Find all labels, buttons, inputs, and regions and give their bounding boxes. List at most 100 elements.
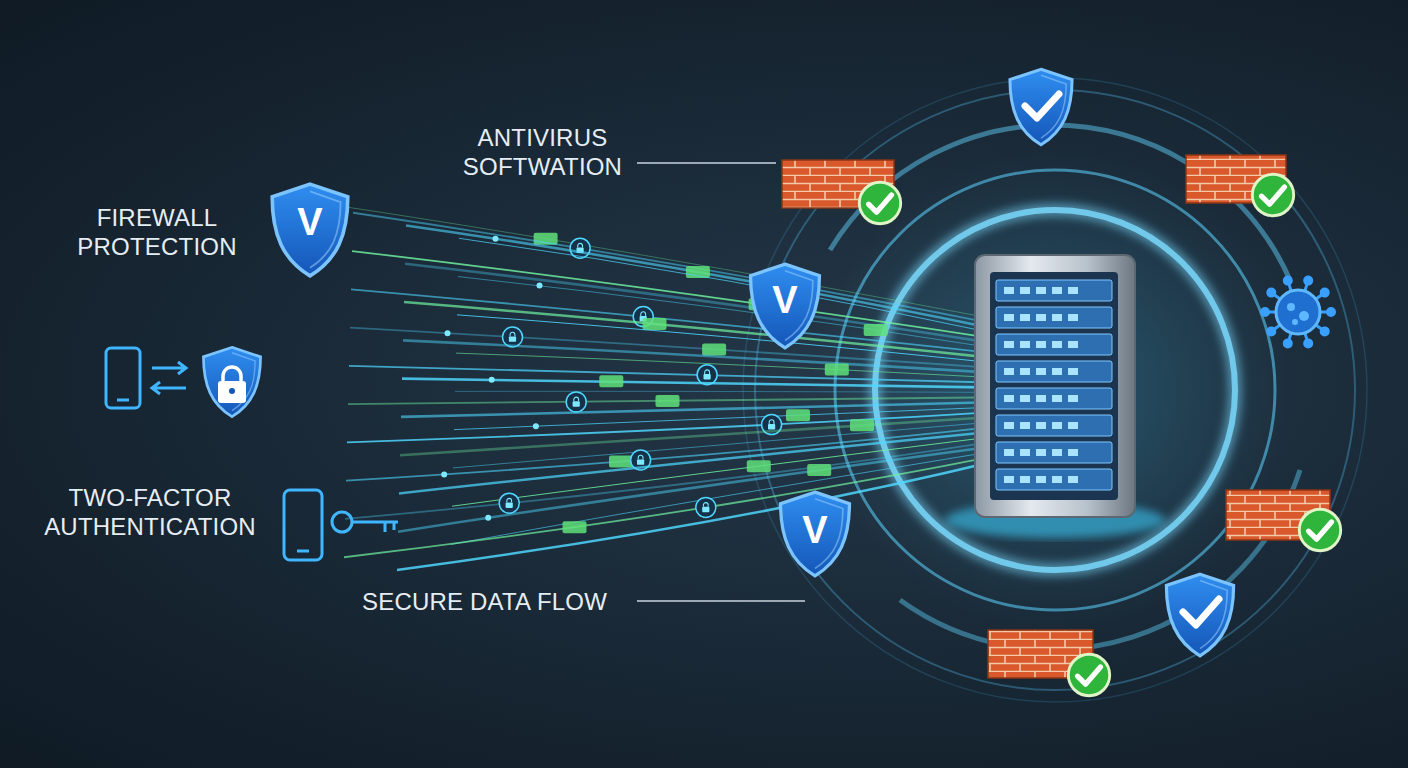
data-dot [445, 330, 451, 336]
data-packet [656, 395, 680, 407]
lock-icon [768, 420, 775, 430]
data-packet [609, 456, 633, 468]
data-packet [643, 318, 667, 330]
check-badges [859, 174, 1340, 695]
server-slot [996, 442, 1112, 463]
flow-line [406, 226, 1000, 330]
padlock [218, 367, 246, 403]
flow-line [346, 426, 1000, 480]
lock-icon [509, 332, 516, 342]
flow-line [405, 264, 1000, 344]
callout-label: FIREWALL PROTECTION [62, 204, 252, 262]
flow-line [459, 238, 1000, 334]
server-tower [945, 255, 1165, 538]
slot-light [1068, 341, 1078, 348]
lock-dot [499, 493, 519, 513]
slot-light [1036, 422, 1046, 429]
virus-spike-tip [1268, 289, 1275, 296]
slot-light [1052, 422, 1062, 429]
server-slot [996, 415, 1112, 436]
slot-light [1020, 314, 1030, 321]
slot-light [1020, 395, 1030, 402]
slot-light [1036, 449, 1046, 456]
slot-light [1020, 341, 1030, 348]
data-packet [702, 344, 726, 356]
virus-spike-tip [1305, 277, 1312, 284]
server-slot [996, 334, 1112, 355]
slot-light [1052, 476, 1062, 483]
slot-light [1020, 287, 1030, 294]
lock-dot [696, 497, 716, 517]
slot-light [1068, 449, 1078, 456]
server-slot [996, 307, 1112, 328]
flow-line [344, 455, 1000, 557]
callout-label: TWO-FACTOR AUTHENTICATION [30, 484, 270, 542]
virus-spike-tip [1305, 340, 1312, 347]
shields [203, 69, 1233, 656]
server-slot [996, 280, 1112, 301]
data-dot [489, 377, 495, 383]
slot-light [1004, 287, 1014, 294]
leader-lines [637, 163, 805, 601]
slot-light [1020, 422, 1030, 429]
server-slot [996, 361, 1112, 382]
server-slot [996, 469, 1112, 490]
lock-icon [702, 503, 709, 513]
slot-light [1052, 368, 1062, 375]
data-packet [747, 460, 771, 472]
data-dot [537, 283, 543, 289]
slot-light [1004, 476, 1014, 483]
flow-line [401, 402, 1000, 417]
virus-spike-tip [1262, 309, 1269, 316]
slot-light [1068, 314, 1078, 321]
firewall-bricks [782, 155, 1330, 678]
data-dot [485, 515, 491, 521]
lock-icon [637, 455, 644, 465]
data-dot [533, 423, 539, 429]
slot-light [1052, 314, 1062, 321]
rings [743, 78, 1367, 702]
flow-line [351, 289, 1000, 353]
virus-spike-tip [1321, 328, 1328, 335]
flow-line [397, 460, 1000, 570]
virus-spike-tip [1268, 328, 1275, 335]
lock-dot [697, 365, 717, 385]
slot-light [1068, 476, 1078, 483]
data-packet [807, 464, 831, 476]
data-packet [850, 419, 874, 431]
data-packet [825, 364, 849, 376]
data-packet [686, 266, 710, 278]
slot-light [1036, 287, 1046, 294]
virus-icon [1262, 277, 1335, 347]
slot-light [1020, 476, 1030, 483]
flow-line [404, 302, 1000, 359]
slot-light [1004, 314, 1014, 321]
slot-light [1068, 368, 1078, 375]
slot-light [1052, 395, 1062, 402]
lock-icon [506, 498, 513, 508]
lock-dot [503, 327, 523, 347]
lock-icon [704, 370, 711, 380]
server-slot [996, 388, 1112, 409]
slot-light [1036, 314, 1046, 321]
lock-icon [573, 397, 580, 407]
virus-spike-tip [1284, 340, 1291, 347]
slot-light [1052, 287, 1062, 294]
slot-light [1004, 341, 1014, 348]
lock-dot [566, 392, 586, 412]
slot-light [1036, 395, 1046, 402]
flow-line [456, 353, 1000, 378]
shield-letter: V [795, 508, 835, 552]
slot-light [1036, 368, 1046, 375]
slot-light [1004, 368, 1014, 375]
slot-light [1004, 395, 1014, 402]
slot-light [1052, 449, 1062, 456]
flow-line [345, 441, 1000, 519]
slot-light [1020, 449, 1030, 456]
slot-light [1068, 287, 1078, 294]
virus-spike-tip [1321, 289, 1328, 296]
data-flow-lines [300, 200, 1000, 570]
flow-line [399, 431, 1000, 493]
slot-light [1004, 422, 1014, 429]
